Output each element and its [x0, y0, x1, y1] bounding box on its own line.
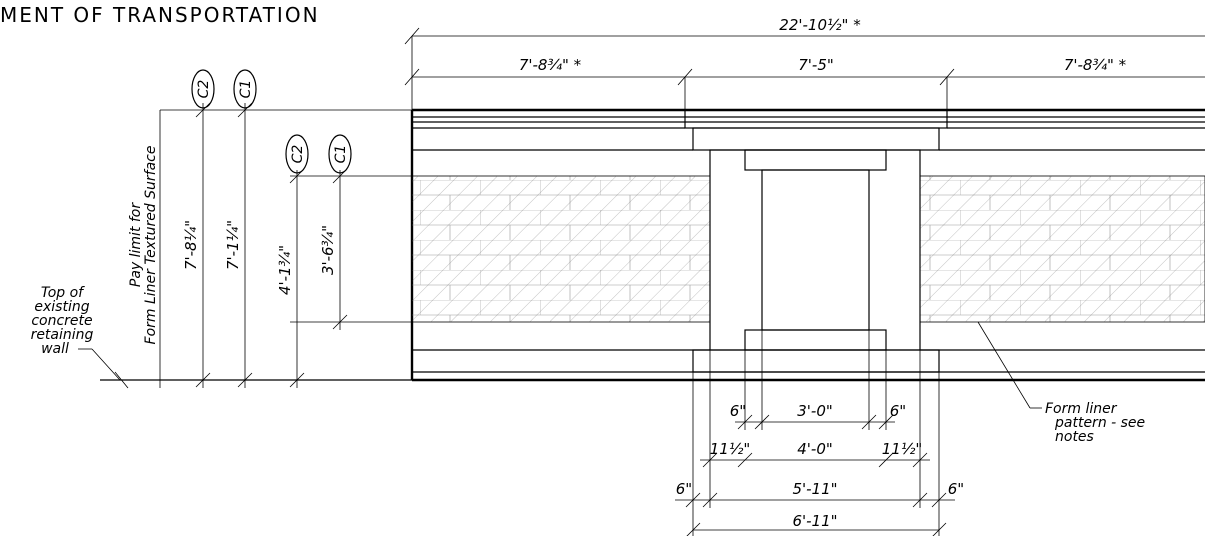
dim-center: 7'-5" [798, 56, 834, 74]
svg-text:Form liner: Form liner [1045, 401, 1118, 417]
callouts: C2 C1 C2 C1 [191, 69, 352, 174]
svg-text:existing: existing [34, 299, 89, 315]
dim-h3: 4'-1¾" [276, 245, 294, 295]
callout-c2-upper: C2 [196, 80, 212, 99]
svg-text:pattern - see: pattern - see [1054, 415, 1145, 431]
dim-right: 7'-8¾" * [1064, 56, 1127, 74]
dim-left: 7'-8¾" * [519, 56, 582, 74]
top-of-wall-label: Top of existing concrete retaining wall [31, 285, 121, 381]
dim-b3: 5'-11" [792, 480, 837, 498]
svg-text:wall: wall [41, 341, 69, 357]
callout-c1-upper: C1 [238, 80, 254, 99]
dim-b1-left: 6" [730, 402, 746, 420]
dim-b1: 3'-0" [797, 402, 833, 420]
elevation [100, 108, 1205, 389]
dim-h2: 7'-1¼" [224, 220, 242, 270]
dim-b2: 4'-0" [797, 440, 833, 458]
svg-text:Top of: Top of [41, 285, 85, 301]
bottom-dimensions: 3'-0" 6" 6" 4'-0" 11½" 11½" 5'-11" 6" 6"… [675, 330, 964, 536]
callout-c2-lower: C2 [290, 145, 306, 164]
svg-text:notes: notes [1055, 429, 1094, 445]
svg-text:concrete: concrete [31, 313, 92, 329]
dim-b3-right: 6" [948, 480, 964, 498]
header-title: MENT OF TRANSPORTATION [0, 3, 320, 27]
dim-b2-right: 11½" [882, 440, 923, 458]
form-liner-label: Form liner pattern - see notes [977, 321, 1145, 445]
dim-h4: 3'-6¾" [319, 225, 337, 275]
dim-b3-left: 6" [676, 480, 692, 498]
svg-text:Pay limit for: Pay limit for [128, 202, 144, 287]
svg-text:retaining: retaining [31, 327, 94, 343]
svg-text:Form Liner Textured Surface: Form Liner Textured Surface [143, 146, 159, 345]
dim-b4: 6'-11" [792, 512, 837, 530]
dim-b1-right: 6" [890, 402, 906, 420]
vertical-dimensions: 7'-8¼" 7'-1¼" 4'-1¾" 3'-6¾" [159, 102, 412, 388]
dim-overall: 22'-10½" * [779, 16, 861, 34]
dim-h1: 7'-8¼" [182, 220, 200, 270]
top-dimensions: 22'-10½" * 7'-8¾" * 7'-5" 7'-8¾" * [404, 16, 1205, 110]
callout-c1-lower: C1 [333, 145, 349, 164]
dim-b2-left: 11½" [710, 440, 751, 458]
pay-limit-label: Pay limit for Form Liner Textured Surfac… [128, 146, 159, 345]
